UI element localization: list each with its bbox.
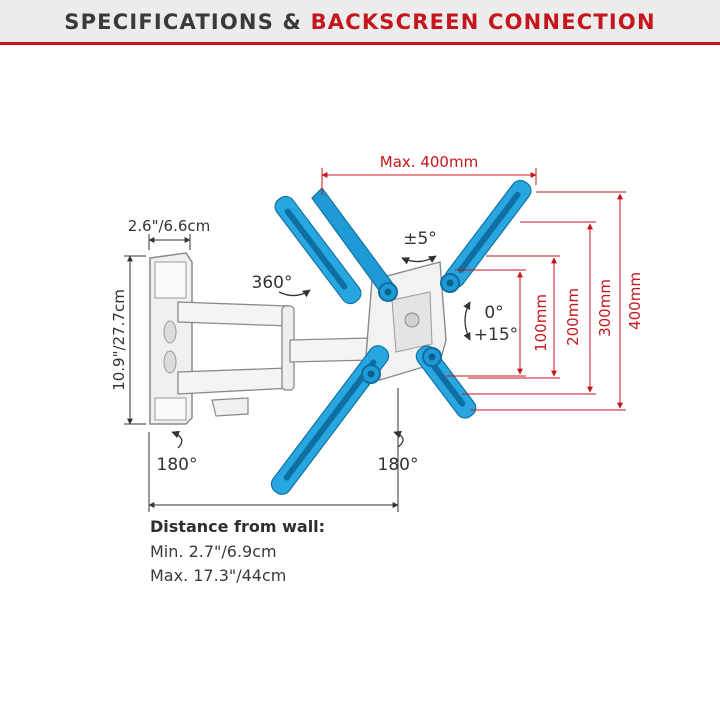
swivel-head-label: 180° [378,455,419,475]
title-backscreen-connection: BACKSCREEN CONNECTION [310,10,656,34]
rail-upper-left [274,187,398,305]
swivel-wall-label: 180° [157,455,198,475]
rotation-arrows [171,255,471,449]
tilt-top-label: ±5° [403,229,437,249]
page-title: SPECIFICATIONS & BACKSCREEN CONNECTION [0,0,720,44]
page-header: SPECIFICATIONS & BACKSCREEN CONNECTION [0,0,720,45]
distance-title: Distance from wall: [150,517,326,536]
swivel-arm-label: 360° [252,273,293,293]
rail-upper-right [440,179,532,293]
vesa-rails [270,179,532,495]
wall-plate [149,252,193,425]
vesa-300-label: 300mm [596,279,614,337]
title-specifications: SPECIFICATIONS & [64,10,303,34]
wall-plate-dimensions [124,234,399,512]
distance-min: Min. 2.7"/6.9cm [150,542,277,561]
rail-lower-left [270,345,390,495]
tilt-zero-label: 0° [484,303,503,323]
wall-plate-width-label: 2.6"/6.6cm [128,217,211,235]
tilt-arrow-icon [463,301,471,341]
vesa-400-label: 400mm [626,272,644,330]
distance-max: Max. 17.3"/44cm [150,566,287,585]
rail-lower-right [415,345,477,419]
wall-plate-height-label: 10.9"/27.7cm [110,289,128,391]
swivel-wall-arrow-icon [171,430,183,449]
vesa-dimensions [321,168,626,411]
tilt-rotate-arrow-icon [401,255,437,265]
swing-arm [177,301,373,417]
swivel-head-arrow-icon [393,430,404,448]
vesa-100-label: 100mm [532,294,550,352]
vesa-200-label: 200mm [564,288,582,346]
max-vesa-label: Max. 400mm [380,153,478,171]
swivel-360-arrow-icon [278,289,311,298]
tilt-fifteen-label: +15° [474,325,518,345]
distance-from-wall: Distance from wall: Min. 2.7"/6.9cm Max.… [150,517,325,588]
